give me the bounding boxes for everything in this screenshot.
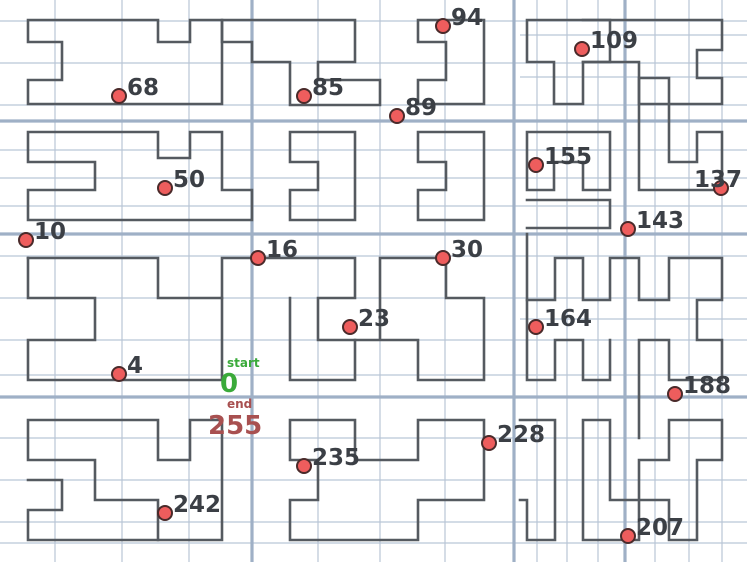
marker-label: 164 [544,306,592,332]
marker-dot [481,435,497,451]
marker-label: 143 [636,208,684,234]
marker-10: 10 [18,219,66,248]
marker-228: 228 [481,422,545,451]
marker-label: 68 [127,75,159,101]
marker-164: 164 [528,306,592,335]
marker-label: 10 [34,219,66,245]
marker-85: 85 [296,75,344,104]
marker-label: 89 [405,95,437,121]
marker-30: 30 [435,237,483,266]
marker-109: 109 [574,28,638,57]
marker-label: 23 [358,306,390,332]
marker-layer: 94 109 68 85 89 155 50 137 10 143 16 30 23 164 4 188 228… [18,5,742,544]
marker-label: 242 [173,492,221,518]
marker-label: 30 [451,237,483,263]
marker-143: 143 [620,208,684,237]
marker-label: 207 [636,515,684,541]
marker-label: 235 [312,445,360,471]
marker-label: 109 [590,28,638,54]
marker-188: 188 [667,373,731,402]
marker-label: 50 [173,167,205,193]
marker-4: 4 [111,353,143,382]
start-value: 0 [220,369,238,399]
marker-label: 155 [544,144,592,170]
marker-155: 155 [528,144,592,173]
marker-label: 188 [683,373,731,399]
marker-dot [111,88,127,104]
marker-dot [620,221,636,237]
marker-dot [713,180,729,196]
marker-dot [435,250,451,266]
marker-16: 16 [250,237,298,266]
marker-dot [574,41,590,57]
marker-dot [18,232,34,248]
marker-89: 89 [389,95,437,124]
marker-dot [296,88,312,104]
marker-94: 94 [435,5,483,34]
marker-242: 242 [157,492,221,521]
marker-235: 235 [296,445,360,474]
marker-dot [620,528,636,544]
end-value: 255 [208,411,262,441]
marker-207: 207 [620,515,684,544]
marker-label: 94 [451,5,483,31]
marker-68: 68 [111,75,159,104]
marker-23: 23 [342,306,390,335]
start-tag: start [227,356,260,370]
marker-dot [342,319,358,335]
marker-dot [389,108,405,124]
endpoint-labels: start 0 end 255 [208,356,262,441]
marker-label: 4 [127,353,143,379]
marker-dot [157,505,173,521]
space-filling-curve [26,18,724,542]
marker-dot [250,250,266,266]
marker-dot [157,180,173,196]
end-tag: end [227,397,252,411]
marker-dot [528,157,544,173]
marker-dot [667,386,683,402]
marker-dot [435,18,451,34]
marker-50: 50 [157,167,205,196]
marker-dot [528,319,544,335]
marker-label: 85 [312,75,344,101]
marker-label: 137 [694,167,742,193]
marker-label: 228 [497,422,545,448]
marker-137: 137 [694,167,742,196]
marker-label: 16 [266,237,298,263]
marker-dot [111,366,127,382]
marker-dot [296,458,312,474]
